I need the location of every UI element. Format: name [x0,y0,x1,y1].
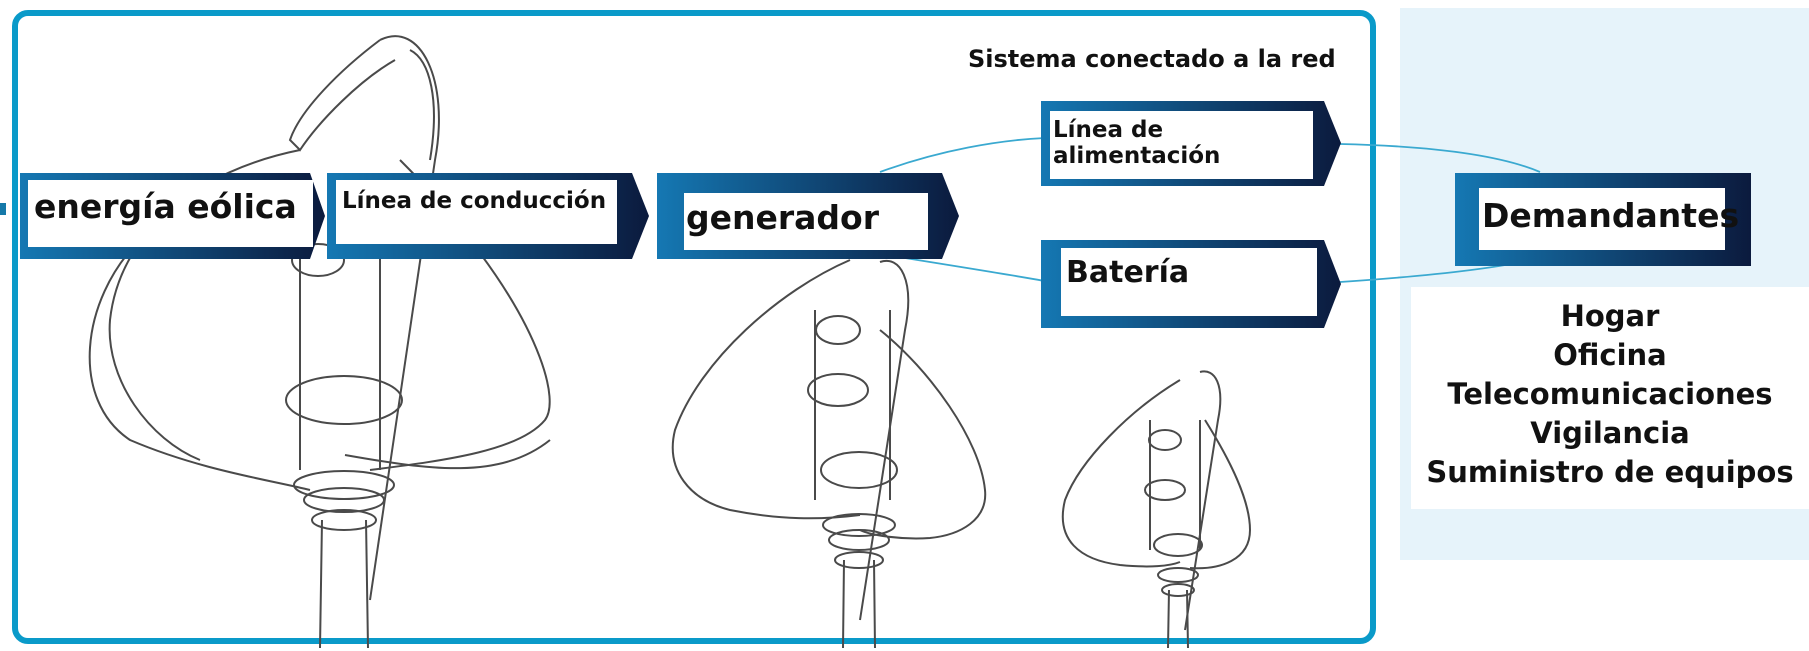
consumers-label: Demandantes [1479,188,1739,250]
consumers-list: Hogar Oficina Telecomunicaciones Vigilan… [1411,297,1809,492]
consumers-box: Demandantes [1455,173,1751,266]
list-item: Oficina [1553,338,1667,372]
list-item: Suministro de equipos [1426,455,1794,489]
power-line-label: Línea de alimentación [1050,111,1313,179]
large-turbine-drawing [88,35,551,649]
consumers-list-box: Hogar Oficina Telecomunicaciones Vigilan… [1411,287,1809,509]
small-turbine-drawing [1061,370,1252,649]
arrow-generator: generador [657,173,959,259]
list-item: Telecomunicaciones [1447,377,1773,411]
transmission-line-label: Línea de conducción [336,180,617,244]
connector-power-line-to-consumers [1339,143,1541,173]
list-item: Hogar [1560,299,1660,333]
connector-generator-to-power-line [879,137,1046,173]
generator-label: generador [684,193,928,250]
left-edge-marker [0,203,6,215]
battery-label: Batería [1061,248,1317,316]
list-item: Vigilancia [1530,416,1690,450]
arrow-wind-energy: energía eólica [20,173,325,259]
arrow-power-line: Línea de alimentación [1041,101,1341,186]
connector-generator-to-battery [904,257,1051,283]
arrow-transmission-line: Línea de conducción [327,173,649,259]
arrow-battery: Batería [1041,240,1341,328]
system-title: Sistema conectado a la red [968,45,1336,73]
medium-turbine-drawing [671,259,987,649]
wind-energy-label: energía eólica [28,180,313,247]
